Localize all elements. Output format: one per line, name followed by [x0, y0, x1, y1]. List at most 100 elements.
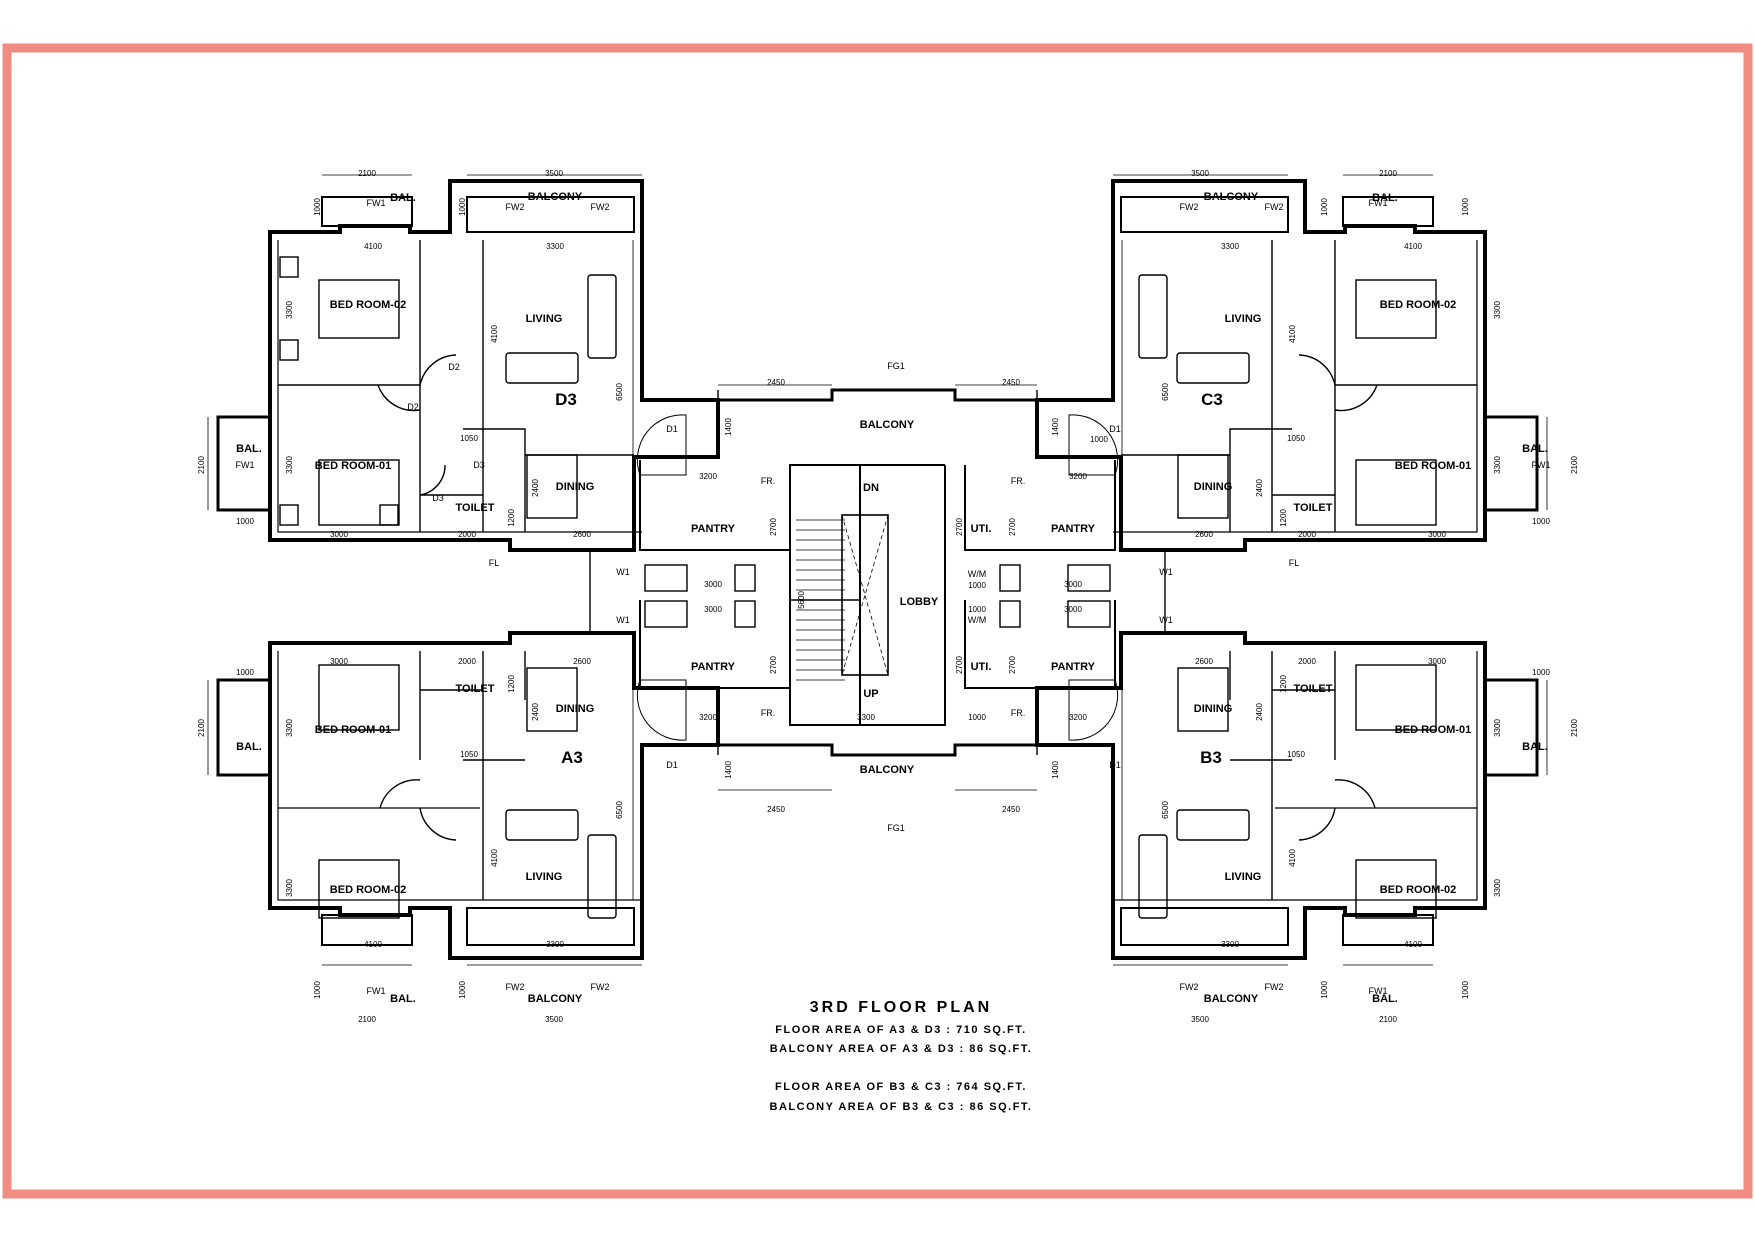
dimension-label: 3300 [285, 301, 294, 319]
dimension-label: 3500 [1191, 1015, 1209, 1024]
dimension-label: 4100 [490, 325, 499, 343]
unit-c3 [1035, 179, 1539, 552]
room-label: FR. [761, 476, 776, 486]
dimension-label: 3000 [330, 530, 348, 539]
dimension-label: 2700 [1008, 656, 1017, 674]
dimension-label: 2450 [1002, 378, 1020, 387]
room-label: PANTRY [1051, 523, 1096, 535]
dimension-label: 4100 [1288, 849, 1297, 867]
dimension-label: 2600 [1195, 530, 1213, 539]
tag-label: D2 [407, 402, 419, 412]
area-note: FLOOR AREA OF B3 & C3 : 764 SQ.FT. [775, 1081, 1027, 1093]
dimension-label: 1400 [1051, 418, 1060, 436]
tag-label: FW1 [236, 460, 255, 470]
dimension-label: 3200 [699, 713, 717, 722]
room-label: BAL. [390, 192, 416, 204]
tag-label: FW1 [367, 198, 386, 208]
unit-b3 [1035, 631, 1539, 960]
title-block: 3RD FLOOR PLAN FLOOR AREA OF A3 & D3 : 7… [770, 999, 1033, 1113]
dimension-label: 1000 [1532, 668, 1550, 677]
dimension-label: 2100 [358, 169, 376, 178]
dimension-label: 4100 [1288, 325, 1297, 343]
room-label: BAL. [1522, 443, 1548, 455]
dimension-label: 2700 [955, 518, 964, 536]
dimension-label: 1000 [968, 581, 986, 590]
dimension-lines [207, 174, 1548, 966]
unit-a3 [216, 631, 720, 960]
tag-label: FW1 [1532, 460, 1551, 470]
room-label: BALCONY [1204, 191, 1259, 203]
dimension-label: 1050 [460, 750, 478, 759]
dimension-label: 1000 [1320, 198, 1329, 216]
dimension-label: 2400 [531, 479, 540, 497]
dimension-label: 2100 [197, 456, 206, 474]
tag-label: FW1 [1369, 986, 1388, 996]
room-label: BED ROOM-02 [1380, 299, 1456, 311]
plan-drawing [207, 174, 1548, 966]
dimension-label: 2100 [1570, 456, 1579, 474]
tag-label: D1 [666, 760, 678, 770]
room-label: W/M [968, 615, 987, 625]
unit-label-a3: A3 [561, 748, 583, 767]
tag-label: FW2 [591, 202, 610, 212]
tag-label: FG1 [887, 361, 905, 371]
room-label: BALCONY [860, 764, 915, 776]
room-label: BED ROOM-02 [1380, 884, 1456, 896]
room-label: PANTRY [691, 523, 736, 535]
tag-label: FW2 [506, 202, 525, 212]
room-label: BED ROOM-01 [315, 460, 391, 472]
tag-label: W1 [616, 567, 630, 577]
dimension-label: 3300 [285, 456, 294, 474]
room-label: DINING [1194, 481, 1233, 493]
unit-label-d3: D3 [555, 390, 577, 409]
dimension-label: 3300 [1493, 456, 1502, 474]
dimension-label: 2600 [573, 530, 591, 539]
area-note: BALCONY AREA OF A3 & D3 : 86 SQ.FT. [770, 1043, 1033, 1055]
dimension-label: 1050 [1287, 750, 1305, 759]
room-label: BAL. [236, 741, 262, 753]
dimension-label: 5600 [797, 591, 806, 609]
tag-label: W1 [1159, 567, 1173, 577]
dimension-label: 4100 [490, 849, 499, 867]
dimension-label: 3000 [1428, 530, 1446, 539]
room-label: TOILET [1294, 502, 1333, 514]
dimension-label: 3300 [857, 713, 875, 722]
room-label: BALCONY [1204, 993, 1259, 1005]
dimension-label: 1000 [968, 605, 986, 614]
dimension-label: 2000 [1298, 530, 1316, 539]
plan-title: 3RD FLOOR PLAN [810, 999, 992, 1016]
room-label: UTI. [971, 661, 992, 673]
dimension-label: 1200 [507, 509, 516, 527]
room-label: BAL. [390, 993, 416, 1005]
tag-label: D2 [448, 362, 460, 372]
room-label: BAL. [1522, 741, 1548, 753]
area-note: FLOOR AREA OF A3 & D3 : 710 SQ.FT. [775, 1024, 1026, 1036]
dimension-label: 4100 [364, 242, 382, 251]
tag-label: FW2 [1180, 982, 1199, 992]
tag-label: D3 [473, 460, 485, 470]
tag-label: FL [1289, 558, 1300, 568]
dimension-label: 6500 [1161, 383, 1170, 401]
sheet-border [2, 43, 1753, 1199]
dimension-label: 2100 [1379, 1015, 1397, 1024]
tag-label: FL [489, 558, 500, 568]
dimension-label: 3500 [545, 1015, 563, 1024]
room-label: BED ROOM-01 [1395, 460, 1471, 472]
room-label: BALCONY [528, 191, 583, 203]
dimension-label: 3200 [1069, 713, 1087, 722]
room-label: DINING [556, 703, 595, 715]
dimension-label: 1400 [1051, 761, 1060, 779]
room-label: LOBBY [900, 596, 939, 608]
dimension-label: 3200 [699, 472, 717, 481]
room-label: LIVING [1225, 313, 1262, 325]
dimension-label: 1000 [313, 981, 322, 999]
room-label: UP [863, 688, 878, 700]
dimension-label: 2450 [767, 378, 785, 387]
dimension-label: 1000 [1461, 198, 1470, 216]
dimension-label: 2450 [1002, 805, 1020, 814]
dimension-label: 3000 [1428, 657, 1446, 666]
dimension-label: 3000 [704, 605, 722, 614]
unit-label-c3: C3 [1201, 390, 1223, 409]
dimension-label: 1000 [458, 981, 467, 999]
dimension-label: 3300 [1221, 242, 1239, 251]
